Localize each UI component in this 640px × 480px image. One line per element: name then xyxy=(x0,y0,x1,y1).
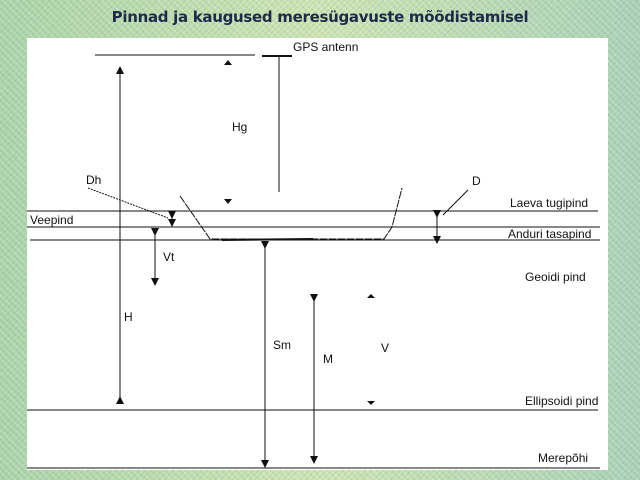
label-ship-ref: Laeva tugipind xyxy=(510,196,588,210)
label-gps-antenna: GPS antenn xyxy=(293,40,358,54)
v-arrow-bottom-icon xyxy=(367,401,375,405)
label-sensor: Anduri tasapind xyxy=(508,227,591,241)
sensor-mark xyxy=(221,238,314,241)
label-hg: Hg xyxy=(232,120,247,134)
label-geoid: Geoidi pind xyxy=(525,270,586,284)
label-v: V xyxy=(381,341,389,355)
label-h: H xyxy=(124,310,133,324)
label-water: Veepind xyxy=(30,213,73,227)
label-d: D xyxy=(472,174,481,188)
dh-leader xyxy=(87,187,169,219)
diagram-title: Pinnad ja kaugused meresügavuste mõõdist… xyxy=(111,8,529,26)
label-seabed: Merepõhi xyxy=(538,451,588,465)
label-m: M xyxy=(323,352,333,366)
label-dh: Dh xyxy=(86,173,101,187)
ship-hull xyxy=(179,187,403,240)
label-ellipsoid: Ellipsoidi pind xyxy=(525,394,598,408)
hg-arrow-top-icon xyxy=(224,60,232,65)
label-vt: Vt xyxy=(163,250,175,264)
hg-arrow-bottom-icon xyxy=(224,199,232,204)
v-arrow-top-icon xyxy=(367,294,375,298)
label-sm: Sm xyxy=(273,338,291,352)
d-leader xyxy=(442,189,469,216)
